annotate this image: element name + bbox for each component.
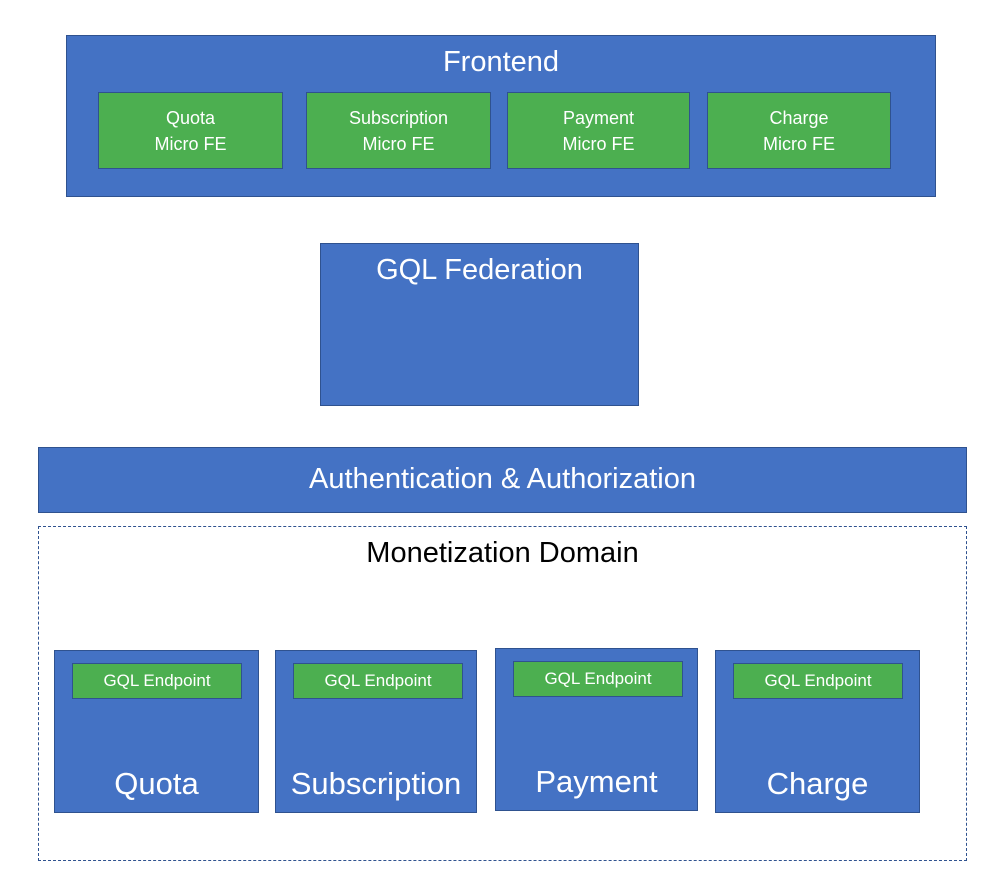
subscription-service-box: GQL Endpoint Subscription [275,650,477,813]
monetization-domain-title: Monetization Domain [366,537,639,569]
gql-endpoint-box: GQL Endpoint [293,663,463,699]
service-name: Subscription [290,766,462,801]
auth-layer-box: Authentication & Authorization [38,447,967,513]
micro-fe-line1: Charge [769,107,829,128]
gql-federation-box: GQL Federation [320,243,639,406]
service-name: Payment [535,764,658,799]
micro-fe-line1: Quota [165,107,216,128]
payment-service-box: GQL Endpoint Payment [495,648,698,811]
service-name: Charge [766,766,869,801]
gql-endpoint-box: GQL Endpoint [733,663,903,699]
monetization-domain-boundary: Monetization Domain [38,526,967,861]
frontend-title: Frontend [442,46,560,78]
micro-fe-line2: Micro FE [362,133,435,154]
gql-endpoint-box: GQL Endpoint [513,661,683,697]
micro-fe-line2: Micro FE [154,133,227,154]
service-name: Quota [114,766,199,801]
micro-fe-line1: Subscription [348,107,449,128]
micro-fe-line2: Micro FE [562,133,635,154]
micro-fe-line2: Micro FE [763,133,835,154]
quota-service-box: GQL Endpoint Quota [54,650,259,813]
gql-federation-title: GQL Federation [376,254,583,286]
micro-fe-line1: Payment [562,107,635,128]
auth-layer-title: Authentication & Authorization [309,463,696,495]
gql-endpoint-box: GQL Endpoint [72,663,242,699]
charge-service-box: GQL Endpoint Charge [715,650,920,813]
